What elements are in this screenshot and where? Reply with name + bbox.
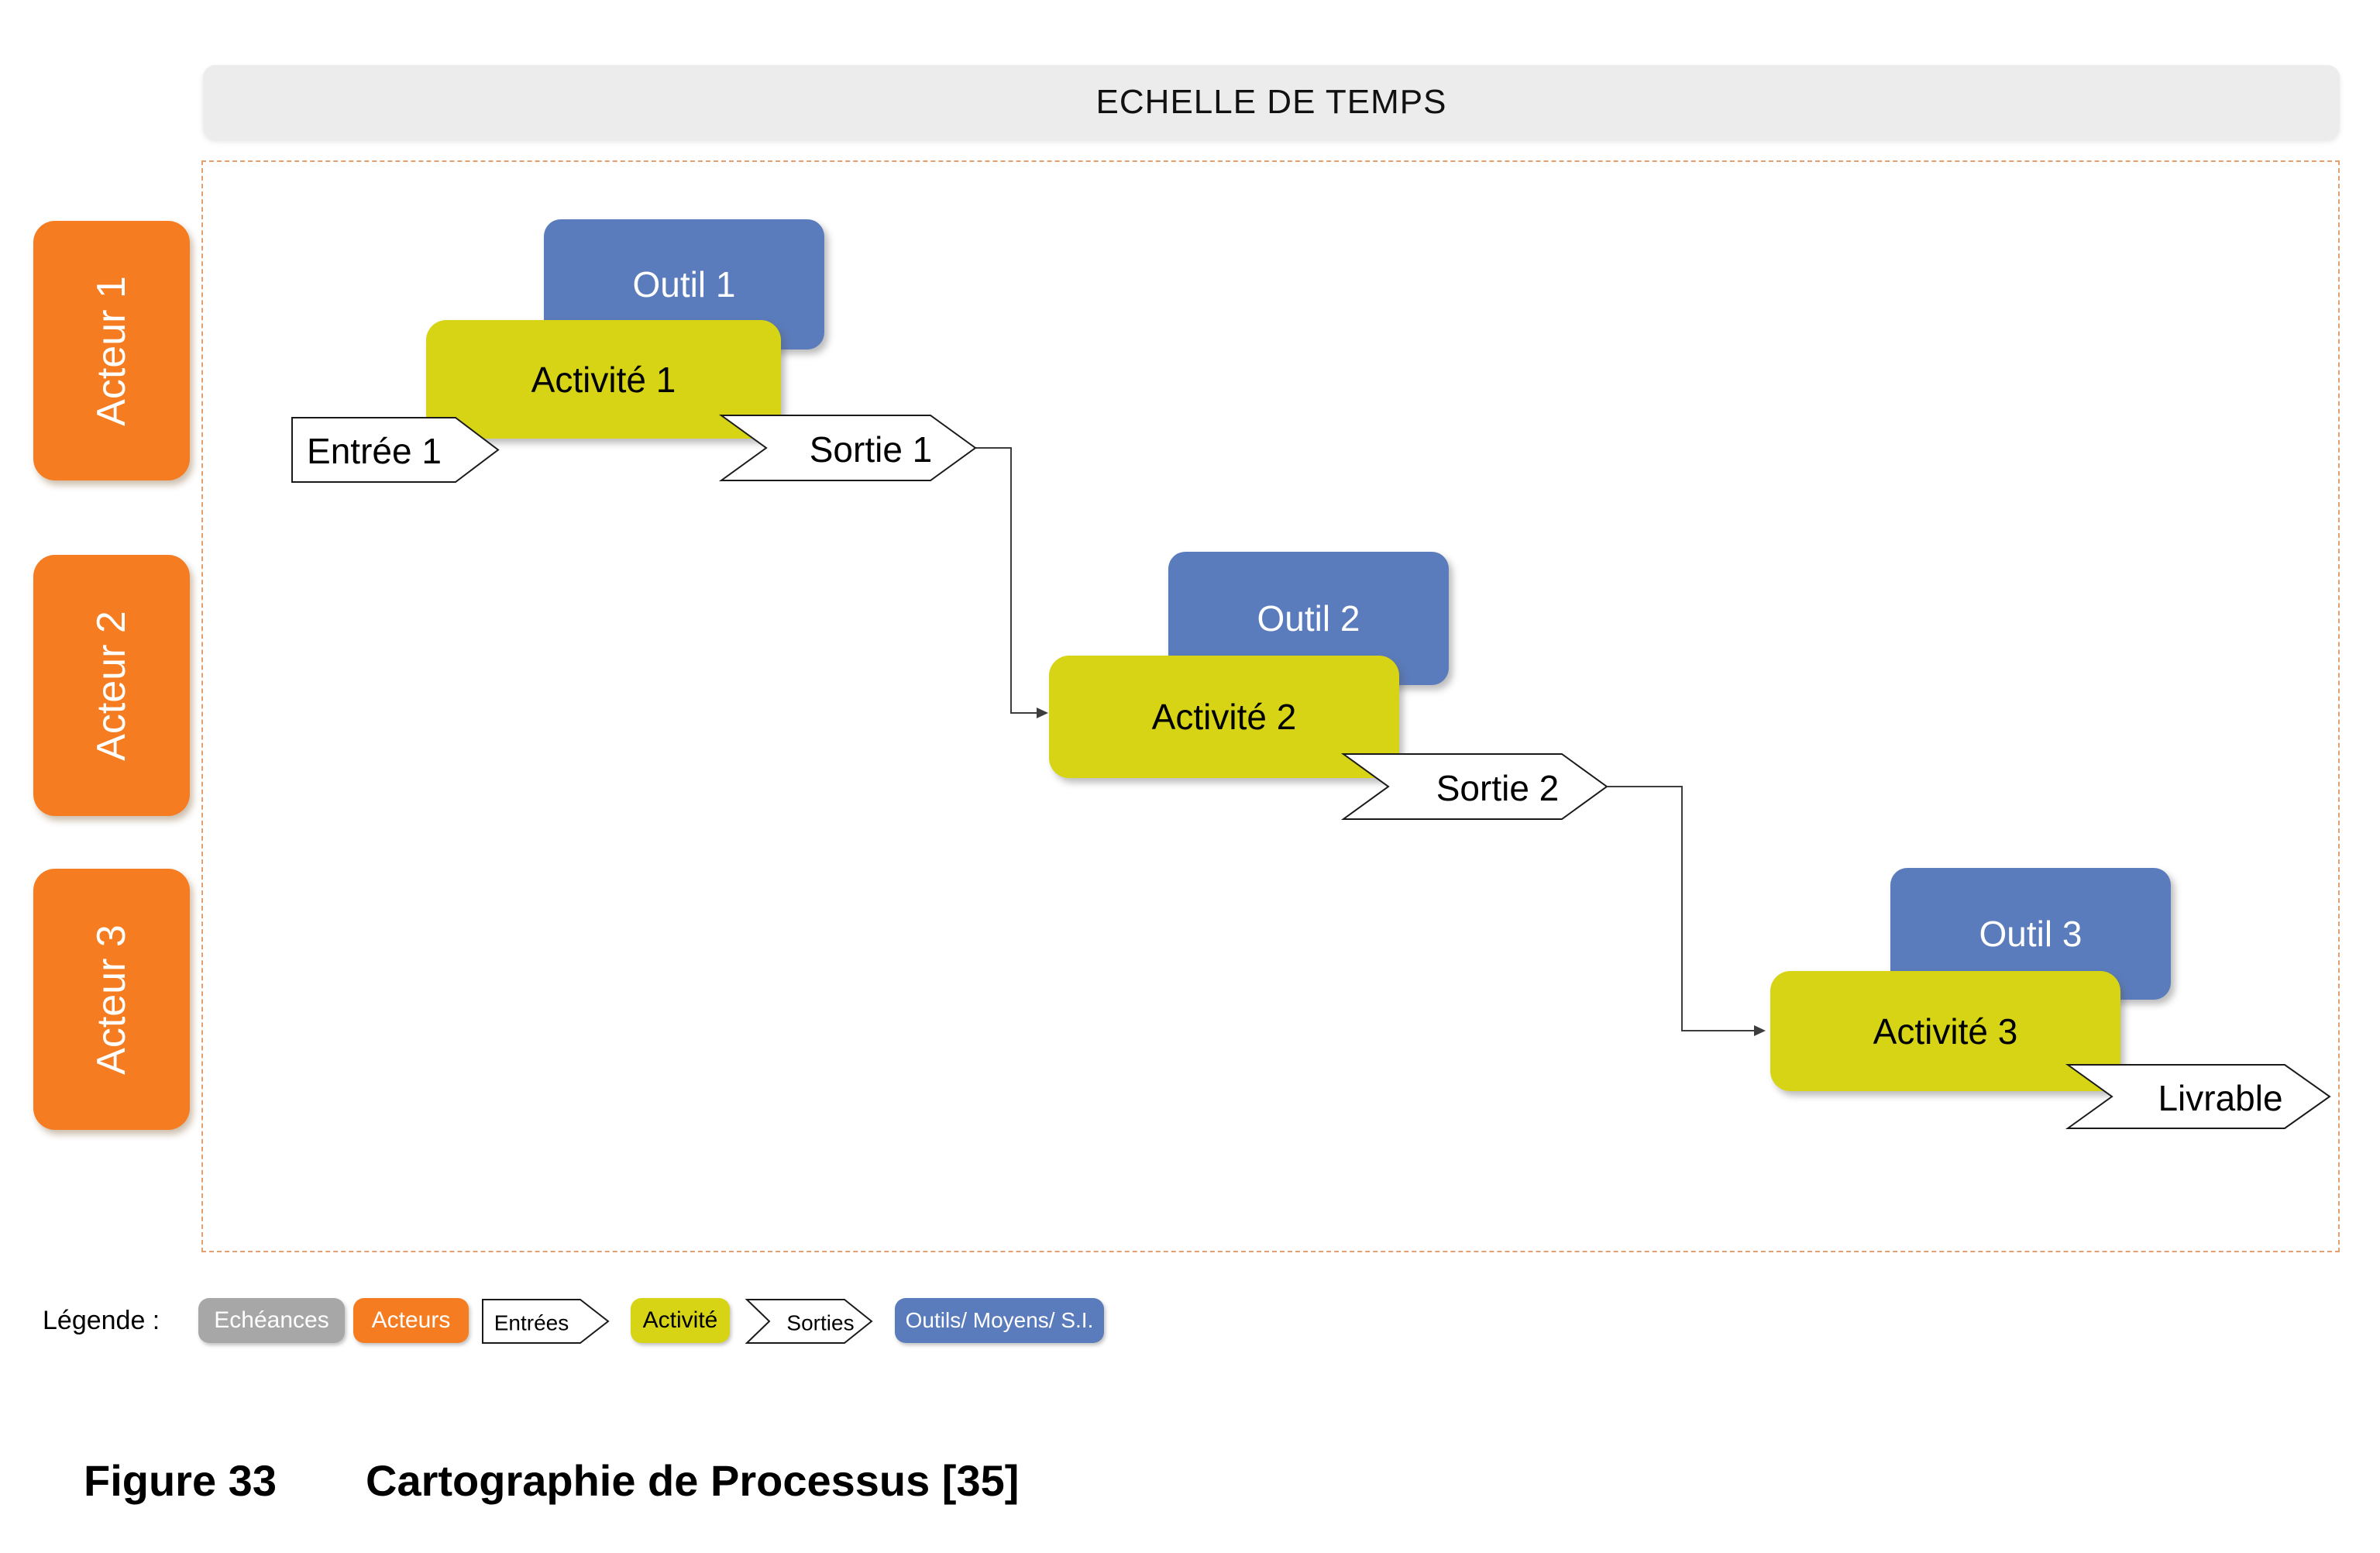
legend-outils-label: Outils/ Moyens/ S.I. <box>905 1308 1094 1332</box>
activity-2-label: Activité 2 <box>1151 697 1297 737</box>
legend-chip-outils: Outils/ Moyens/ S.I. <box>895 1298 1104 1343</box>
output-arrow-sortie2: Sortie 2 <box>1340 753 1608 820</box>
activity-box-1: Activité 1 <box>426 320 781 439</box>
tool-1-label: Outil 1 <box>632 264 736 305</box>
tool-2-label: Outil 2 <box>1257 598 1360 639</box>
legend-chip-activite: Activité <box>631 1298 730 1343</box>
actor-box-1: Acteur 1 <box>33 221 190 480</box>
tool-3-label: Outil 3 <box>1979 914 2082 954</box>
figure-number: Figure 33 <box>84 1456 277 1505</box>
legend-title: Légende : <box>43 1305 160 1335</box>
legend-acteurs-label: Acteurs <box>371 1307 451 1333</box>
entree-1-label: Entrée 1 <box>307 431 442 471</box>
timeline-header-bar: ECHELLE DE TEMPS <box>203 65 2340 139</box>
activity-3-label: Activité 3 <box>1873 1011 2018 1052</box>
figure-title: Cartographie de Processus [35] <box>366 1456 1020 1505</box>
actor-3-label: Acteur 3 <box>89 924 134 1075</box>
legend-arrow-sorties: Sorties <box>745 1299 873 1344</box>
sortie-2-label: Sortie 2 <box>1436 768 1560 808</box>
legend-activite-label: Activité <box>642 1307 718 1333</box>
input-arrow-entree1: Entrée 1 <box>291 417 500 483</box>
actor-1-label: Acteur 1 <box>89 275 134 426</box>
diagram-area <box>201 160 2340 1252</box>
actor-box-2: Acteur 2 <box>33 555 190 816</box>
legend-chip-acteurs: Acteurs <box>353 1298 469 1343</box>
legend-sorties-label: Sorties <box>786 1311 854 1335</box>
legend-arrow-entrees: Entrées <box>482 1299 610 1344</box>
legend-entrees-label: Entrées <box>494 1311 569 1335</box>
activity-1-label: Activité 1 <box>531 359 676 400</box>
output-arrow-sortie1: Sortie 1 <box>718 415 977 481</box>
actor-box-3: Acteur 3 <box>33 869 190 1130</box>
legend-echeances-label: Echéances <box>214 1307 329 1333</box>
timeline-header-title: ECHELLE DE TEMPS <box>1095 83 1447 121</box>
activity-box-2: Activité 2 <box>1049 656 1399 778</box>
legend-chip-echeances: Echéances <box>198 1298 345 1343</box>
output-arrow-livrable: Livrable <box>2065 1064 2331 1129</box>
livrable-label: Livrable <box>2158 1078 2282 1118</box>
activity-box-3: Activité 3 <box>1770 971 2120 1091</box>
sortie-1-label: Sortie 1 <box>810 429 933 470</box>
actor-2-label: Acteur 2 <box>89 610 134 761</box>
